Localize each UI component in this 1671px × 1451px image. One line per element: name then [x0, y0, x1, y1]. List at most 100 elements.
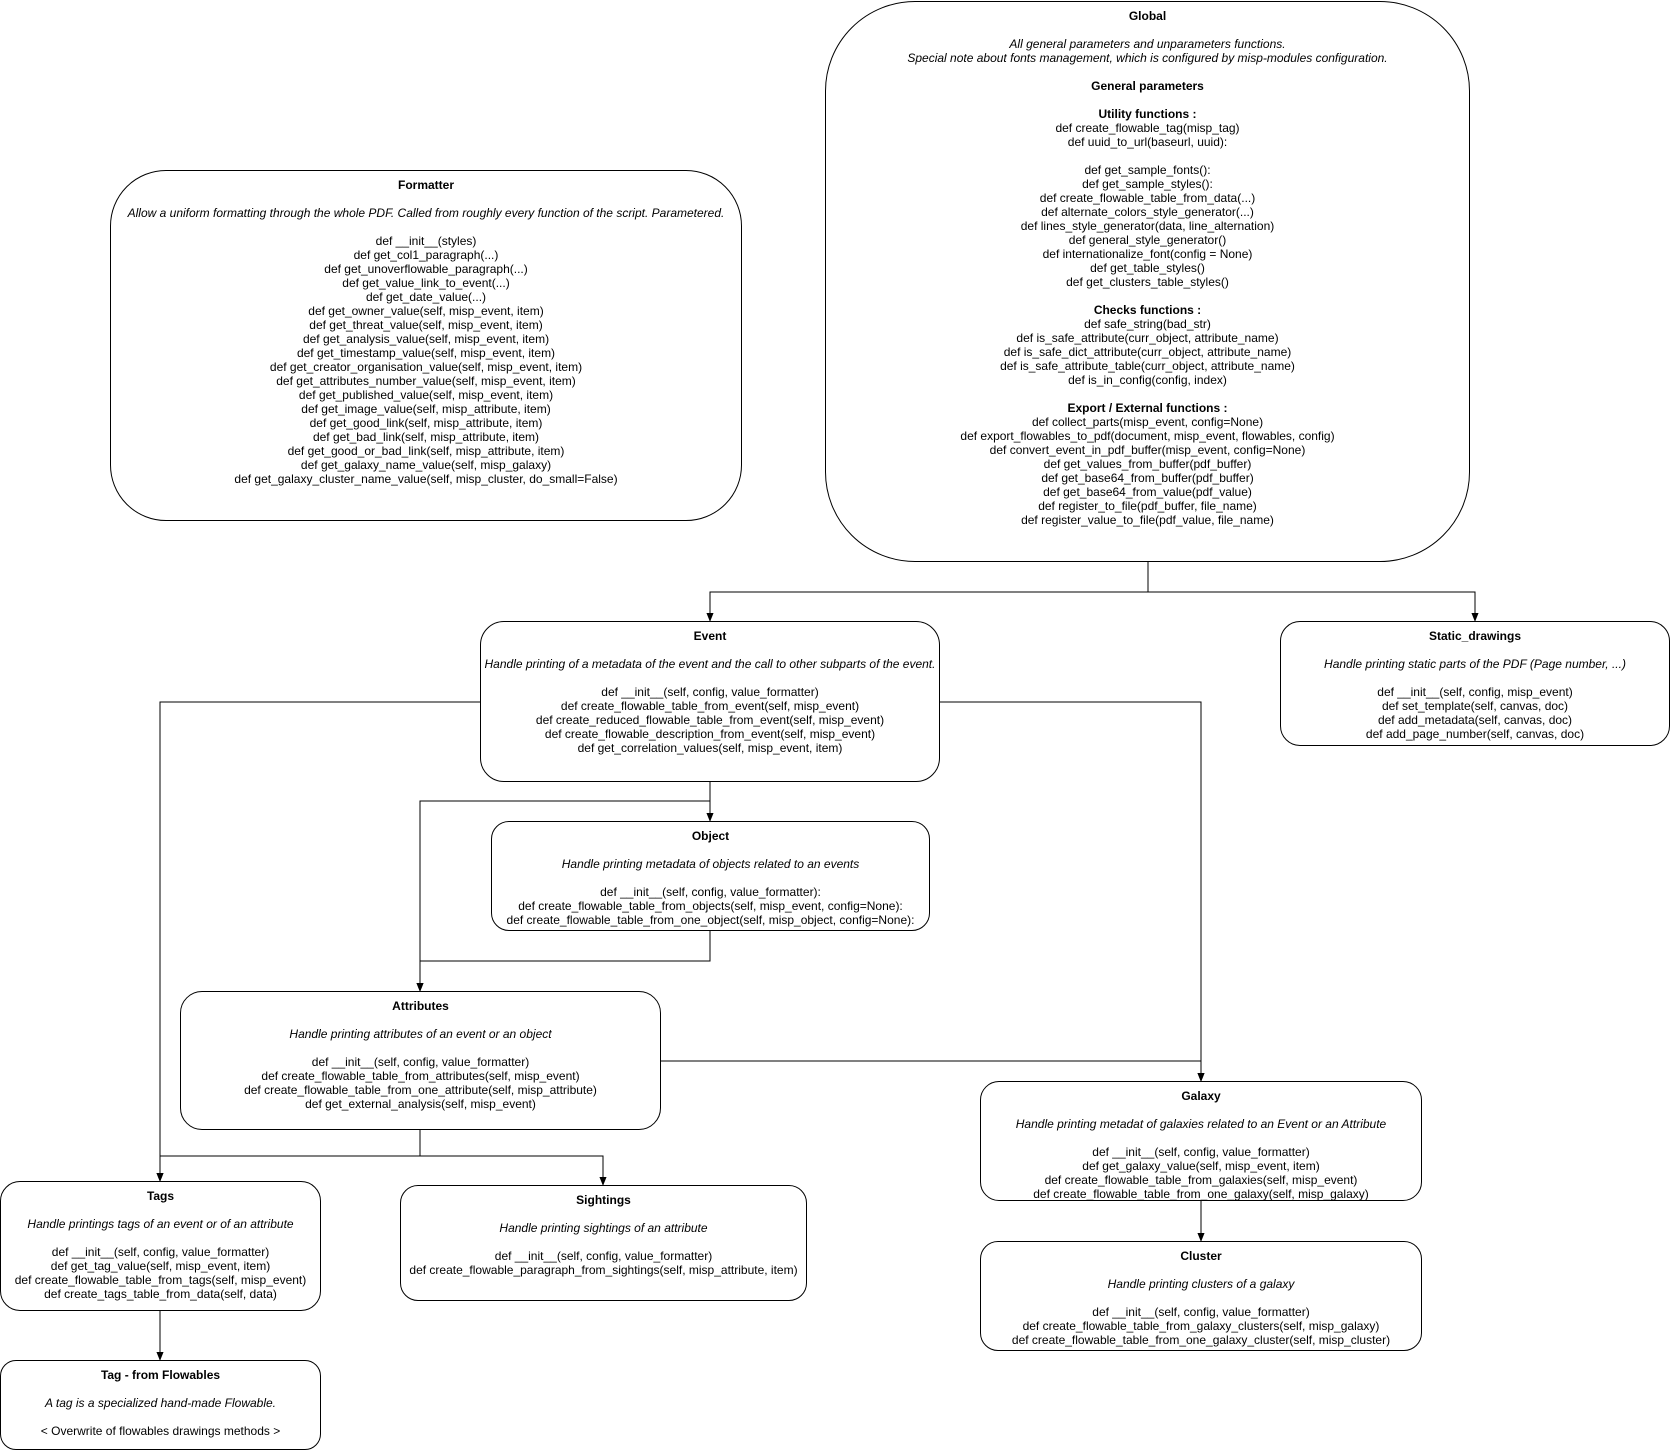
node-description: Handle printing of a metadata of the eve… [484, 657, 936, 671]
spacer [1, 1382, 320, 1396]
function-signature: def get_external_analysis(self, misp_eve… [305, 1097, 536, 1111]
function-signature: def lines_style_generator(data, line_alt… [1020, 219, 1275, 233]
function-signature: def __init__(self, config, misp_event) [1377, 685, 1573, 699]
edge-event-to-attributes [416, 800, 710, 992]
function-signature: def create_flowable_table_from_one_attri… [244, 1083, 597, 1097]
function-signature: def get_bad_link(self, misp_attribute, i… [312, 430, 540, 444]
function-signature: def safe_string(bad_str) [1084, 317, 1211, 331]
function-signature: def get_attributes_number_value(self, mi… [276, 374, 576, 388]
function-signature: def get_sample_styles(): [1082, 177, 1213, 191]
function-signature: def get_galaxy_cluster_name_value(self, … [234, 472, 618, 486]
function-signature: def create_flowable_table_from_attribute… [261, 1069, 580, 1083]
function-signature: def get_values_from_buffer(pdf_buffer) [1043, 457, 1252, 471]
function-signature: def convert_event_in_pdf_buffer(misp_eve… [989, 443, 1306, 457]
spacer [181, 1013, 660, 1027]
node-title: Attributes [392, 999, 449, 1013]
function-signature: def internationalize_font(config = None) [1042, 247, 1253, 261]
function-signature: def get_galaxy_value(self, misp_event, i… [1082, 1159, 1320, 1173]
spacer [981, 1291, 1421, 1305]
node-title: Object [691, 829, 730, 843]
function-signature: def create_flowable_table_from_one_galax… [1033, 1187, 1369, 1201]
edge-attributes-to-sightings [420, 1155, 607, 1186]
spacer [826, 93, 1469, 107]
function-signature: def is_safe_dict_attribute(curr_object, … [1003, 345, 1292, 359]
function-signature: def __init__(self, config, value_formatt… [311, 1055, 530, 1069]
function-signature: def get_creator_organisation_value(self,… [269, 360, 583, 374]
function-signature: def get_col1_paragraph(...) [353, 248, 499, 262]
function-signature: def get_analysis_value(self, misp_event,… [302, 332, 550, 346]
spacer [111, 192, 741, 206]
spacer [981, 1103, 1421, 1117]
node-description: Handle printing clusters of a galaxy [1107, 1277, 1295, 1291]
spacer [481, 671, 939, 685]
function-signature: def is_safe_attribute(curr_object, attri… [1016, 331, 1279, 345]
function-signature: def get_tag_value(self, misp_event, item… [50, 1259, 271, 1273]
node-title: Tags [146, 1189, 175, 1203]
spacer [826, 387, 1469, 401]
function-signature: def __init__(self, config, value_formatt… [1092, 1145, 1310, 1159]
node-title: Galaxy [1181, 1089, 1221, 1103]
spacer [981, 1131, 1421, 1145]
node-description: Handle printing static parts of the PDF … [1324, 657, 1626, 671]
function-signature: def get_image_value(self, misp_attribute… [301, 402, 551, 416]
edge-global-to-static [1148, 591, 1479, 622]
spacer [1, 1410, 320, 1424]
edge-object-to-attributes [416, 931, 711, 992]
function-signature: def create_flowable_table_from_galaxies(… [1044, 1173, 1358, 1187]
function-signature: def register_value_to_file(pdf_value, fi… [1021, 513, 1274, 527]
function-signature: def alternate_colors_style_generator(...… [1041, 205, 1254, 219]
function-signature: def create_reduced_flowable_table_from_e… [535, 713, 885, 727]
node-title: Global [1128, 9, 1167, 23]
spacer [401, 1207, 806, 1221]
function-signature: def create_flowable_table_from_data(...) [1039, 191, 1256, 205]
function-signature: def get_date_value(...) [365, 290, 487, 304]
node-description: All general parameters and unparameters … [1009, 37, 1286, 51]
function-signature: def get_good_link(self, misp_attribute, … [309, 416, 543, 430]
function-signature: def get_threat_value(self, misp_event, i… [309, 318, 543, 332]
spacer [481, 643, 939, 657]
node-description: Handle printing metadat of galaxies rela… [1015, 1117, 1387, 1131]
edge-attributes-to-galaxy [661, 1060, 1205, 1082]
function-signature: def create_flowable_table_from_event(sel… [560, 699, 860, 713]
function-signature: def get_table_styles() [1090, 261, 1205, 275]
function-signature: def __init__(self, config, value_formatt… [51, 1245, 270, 1259]
function-signature: def export_flowables_to_pdf(document, mi… [960, 429, 1335, 443]
spacer [826, 65, 1469, 79]
function-signature: def get_owner_value(self, misp_event, it… [308, 304, 544, 318]
section-heading: General parameters [1091, 79, 1204, 93]
edge-event-to-tags [156, 701, 480, 1182]
function-signature: def get_galaxy_name_value(self, misp_gal… [300, 458, 552, 472]
function-signature: def get_published_value(self, misp_event… [298, 388, 554, 402]
function-signature: def collect_parts(misp_event, config=Non… [1031, 415, 1264, 429]
section-heading: Checks functions : [1093, 303, 1202, 317]
function-signature: def general_style_generator() [1068, 233, 1227, 247]
spacer [826, 149, 1469, 163]
function-signature: def is_safe_attribute_table(curr_object,… [1000, 359, 1295, 373]
node-title: Formatter [397, 178, 454, 192]
spacer [1281, 671, 1669, 685]
node-title: Tag - from Flowables [100, 1368, 221, 1382]
node-title: Sightings [576, 1193, 631, 1207]
node-description: A tag is a specialized hand-made Flowabl… [44, 1396, 277, 1410]
node-title: Cluster [1180, 1249, 1222, 1263]
function-signature: def get_sample_fonts(): [1084, 163, 1211, 177]
spacer [492, 871, 929, 885]
function-signature: def create_flowable_table_from_tags(self… [14, 1273, 307, 1287]
node-description: Handle printing metadata of objects rela… [561, 857, 860, 871]
function-signature: def __init__(styles) [375, 234, 477, 248]
edge-event-to-galaxy [940, 701, 1205, 1082]
function-signature: def get_timestamp_value(self, misp_event… [296, 346, 556, 360]
spacer [826, 23, 1469, 37]
function-signature: def is_in_config(config, index) [1068, 373, 1227, 387]
tag-from-flowables-node: Tag - from Flowables A tag is a specializ… [0, 1360, 321, 1450]
node-description: Special note about fonts management, whi… [907, 51, 1388, 65]
spacer [181, 1041, 660, 1055]
function-signature: def create_tags_table_from_data(self, da… [44, 1287, 277, 1301]
